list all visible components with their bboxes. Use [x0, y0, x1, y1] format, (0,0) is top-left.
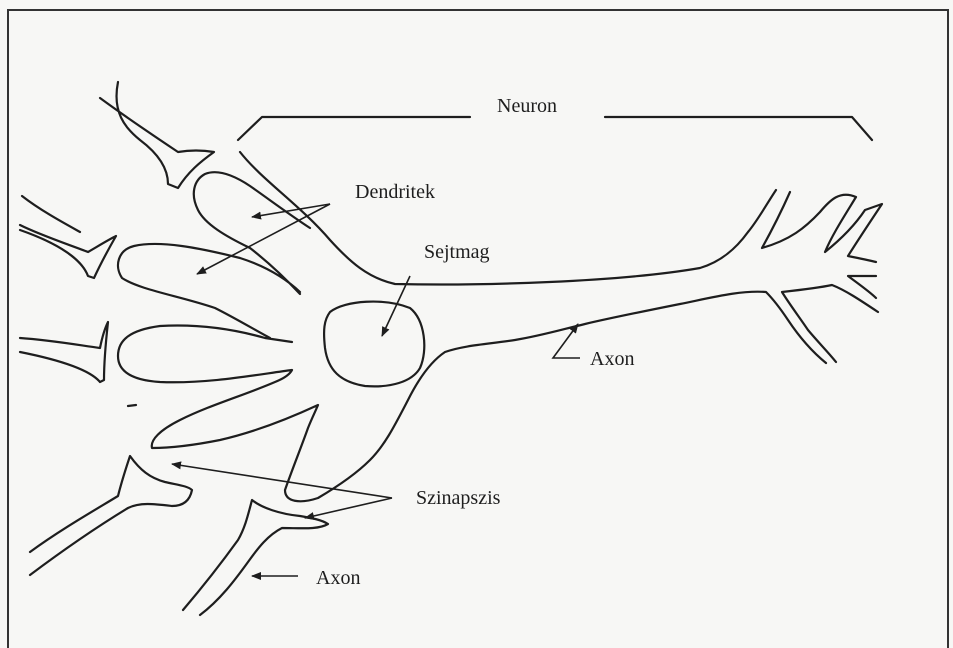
nucleus-outline [324, 302, 424, 387]
axon-incoming-label: Axon [316, 567, 360, 589]
axon-main-label: Axon [590, 348, 634, 370]
dendrite-left-upper [20, 196, 116, 278]
nucleus-label: Sejtmag [424, 241, 490, 263]
stray-mark [128, 405, 136, 406]
dendrite-top-left [100, 82, 214, 188]
synapse-label: Szinapszis [416, 487, 501, 509]
synapse-arrow-2 [305, 498, 392, 518]
neuron-bracket [238, 117, 872, 140]
cell-body-outline [118, 152, 882, 501]
neuron-label: Neuron [497, 95, 557, 117]
dendrite-left-middle [20, 322, 108, 382]
dendrite-left-lower [30, 456, 192, 575]
dendrites-label: Dendritek [355, 181, 435, 203]
